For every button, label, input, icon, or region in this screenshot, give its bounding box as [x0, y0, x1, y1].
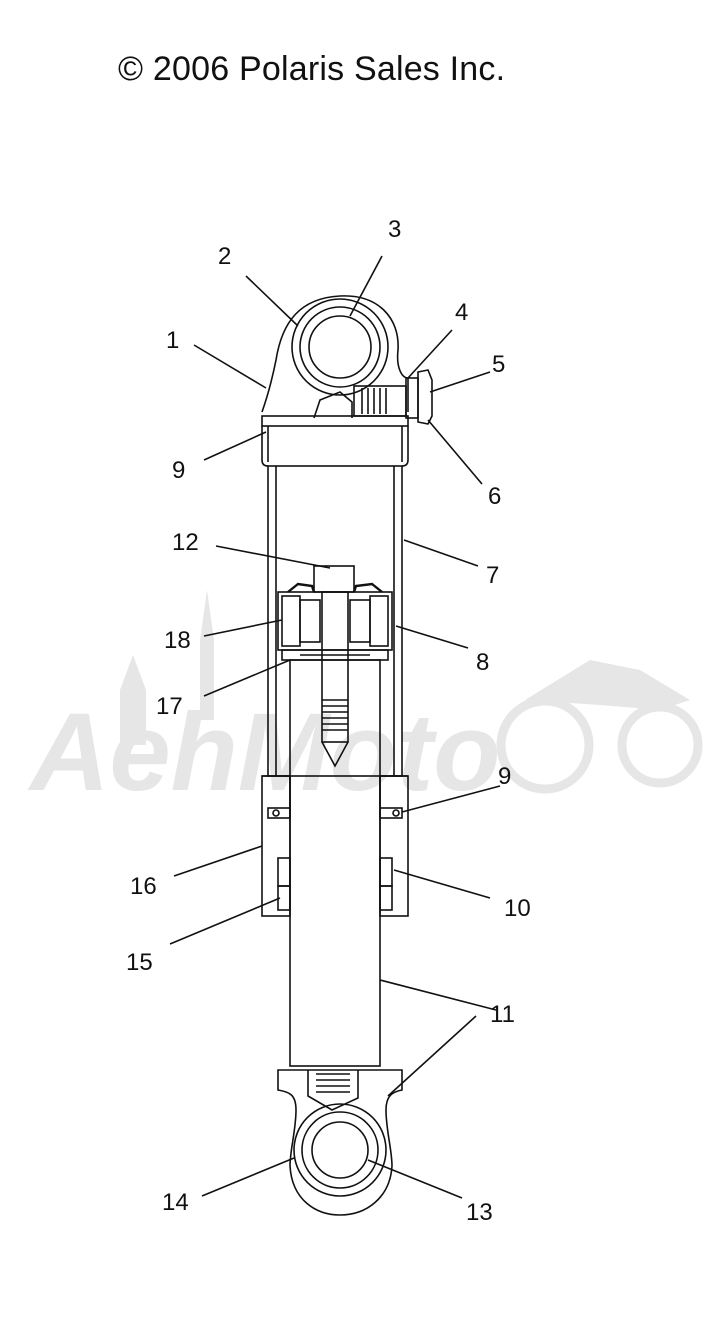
callout-1: 1: [166, 327, 179, 354]
callout-18: 18: [164, 627, 191, 654]
callout-12: 12: [172, 529, 199, 556]
valve-knob: [417, 369, 433, 425]
callout-4: 4: [455, 299, 468, 326]
lower-sleeve: [311, 1121, 369, 1179]
upper-eyelet-housing: [261, 295, 409, 413]
callout-14: 14: [162, 1189, 189, 1216]
piston-rod-top: [313, 565, 355, 593]
callout-10: 10: [504, 895, 531, 922]
callout-9-lower: 9: [498, 763, 511, 790]
callout-2: 2: [218, 243, 231, 270]
callout-13: 13: [466, 1199, 493, 1226]
lower-bushing: [293, 1103, 387, 1197]
callout-9-upper: 9: [172, 457, 185, 484]
callout-6: 6: [488, 483, 501, 510]
shock-cylinder: [267, 465, 403, 777]
callout-8: 8: [476, 649, 489, 676]
watermark-logo: AehMoto: [27, 590, 703, 814]
watermark-text: AehMoto: [27, 691, 500, 814]
callout-16: 16: [130, 873, 157, 900]
valve-nut: [313, 391, 353, 419]
shock-body: [261, 295, 433, 1216]
callout-5: 5: [492, 351, 505, 378]
leader-lines: [169, 255, 501, 1199]
piston-rod-thread: [321, 591, 349, 743]
upper-bushing: [291, 298, 389, 396]
upper-sleeve: [308, 315, 372, 379]
piston: [277, 591, 393, 651]
copyright-notice: © 2006 Polaris Sales Inc.: [118, 50, 506, 88]
callout-7: 7: [486, 562, 499, 589]
callout-11: 11: [490, 1001, 515, 1028]
callout-3: 3: [388, 216, 401, 243]
callout-15: 15: [126, 949, 153, 976]
lower-eyelet-housing: [277, 1069, 403, 1216]
callout-labels: 1 2 3 4 5 6 7 8 9 9 10 11 12 13 14 15 16…: [126, 216, 531, 1226]
callout-17: 17: [156, 693, 183, 720]
top-cap: [261, 415, 409, 427]
